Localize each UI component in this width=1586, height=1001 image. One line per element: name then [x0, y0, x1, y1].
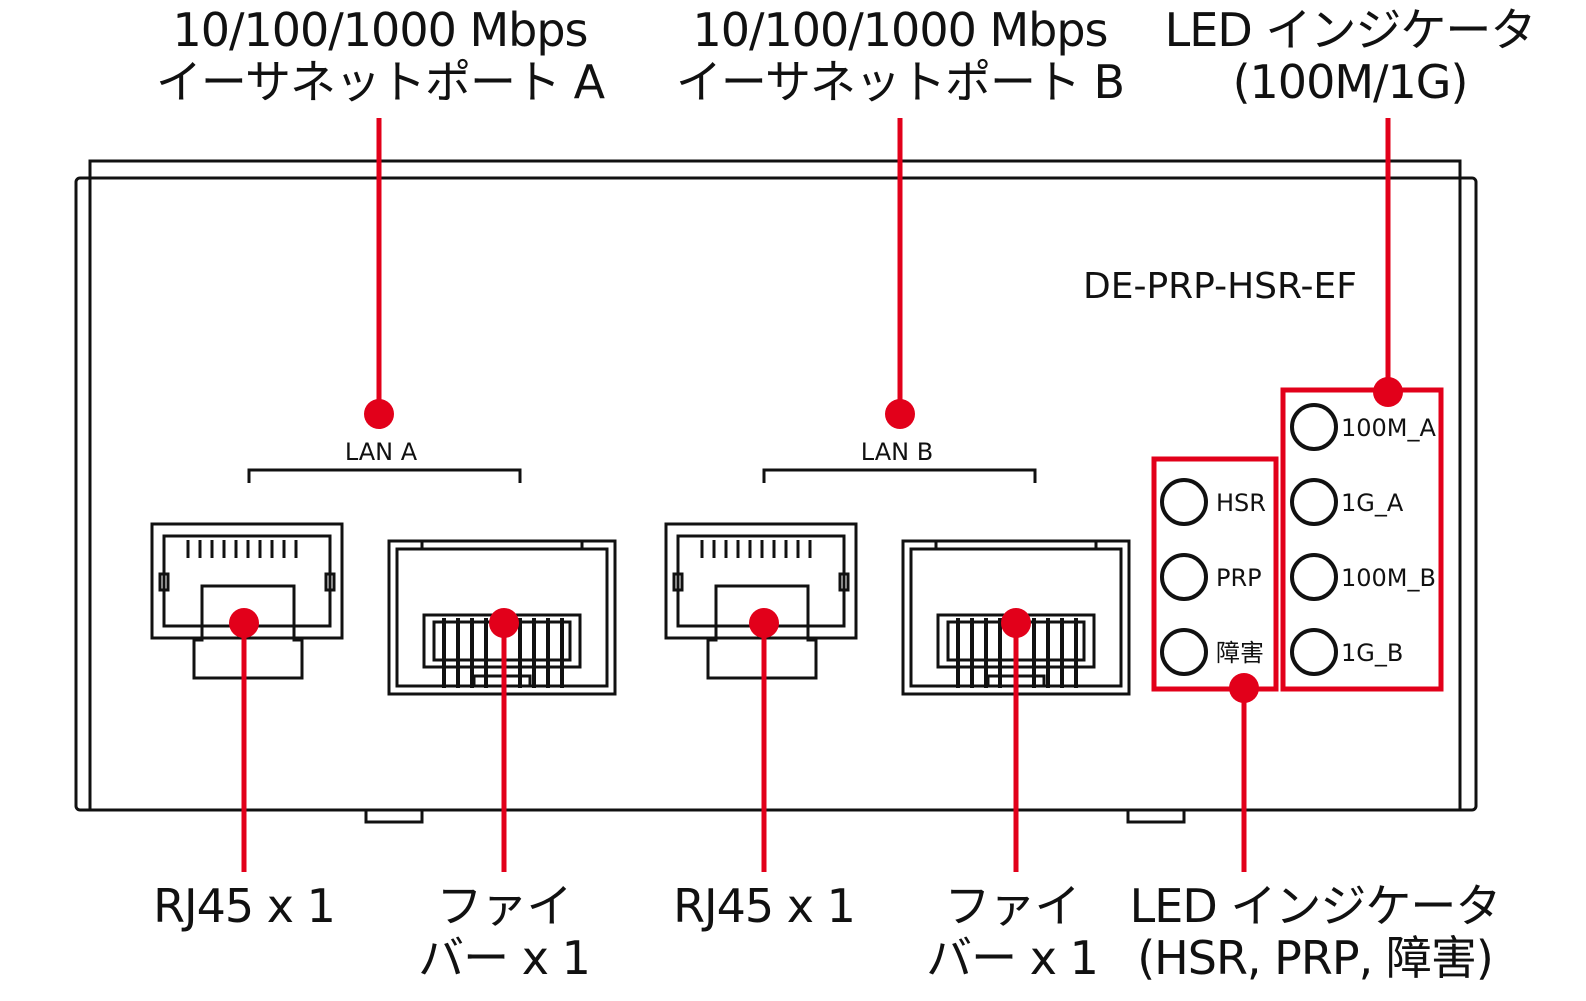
speed-led-highlight-box: [1280, 387, 1444, 692]
speed-led-label: 100M_B: [1341, 564, 1436, 592]
rj45-a-marker: [229, 608, 259, 638]
speed-led-1g-b: [1290, 628, 1338, 676]
callout-fiber-b-line1: ファイ: [944, 879, 1081, 933]
rj45-port-a: [150, 522, 344, 680]
lan-a-bracket: [247, 468, 522, 483]
status-led-hsr: [1160, 478, 1208, 526]
rj45-port-b: [664, 522, 858, 680]
callout-fiber-a: ファイ バー x 1: [404, 880, 604, 984]
callout-port-b-line1: 10/100/1000 Mbps: [692, 3, 1108, 57]
speed-led-100m-b: [1290, 553, 1338, 601]
fiber-b-marker: [1001, 608, 1031, 638]
port-a-marker: [364, 399, 394, 429]
speed-led-1g-a: [1290, 478, 1338, 526]
lan-b-label: LAN B: [861, 438, 933, 466]
callout-led-speed: LED インジケータ (100M/1G): [1140, 4, 1560, 108]
callout-led-speed-line2: (100M/1G): [1232, 55, 1469, 109]
lan-a-label: LAN A: [345, 438, 418, 466]
callout-fiber-b-line2: バー x 1: [926, 931, 1099, 985]
callout-fiber-a-line1: ファイ: [436, 879, 573, 933]
speed-led-group: 100M_A 1G_A 100M_B 1G_B: [1290, 403, 1437, 676]
callout-fiber-a-line2: バー x 1: [418, 931, 591, 985]
callout-rj45-a-line1: RJ45 x 1: [153, 879, 336, 933]
speed-led-label: 1G_B: [1341, 639, 1403, 667]
callout-rj45-a: RJ45 x 1: [134, 880, 354, 932]
status-led-fault: [1160, 628, 1208, 676]
status-led-highlight-box: [1151, 456, 1279, 692]
callout-led-status-line2: (HSR, PRP, 障害): [1137, 931, 1494, 985]
callout-rj45-b: RJ45 x 1: [654, 880, 874, 932]
callout-port-b-line2: イーサネットポート B: [675, 55, 1125, 109]
status-led-label: HSR: [1216, 489, 1266, 517]
callout-rj45-b-line1: RJ45 x 1: [673, 879, 856, 933]
speed-led-marker: [1373, 377, 1403, 407]
model-label: DE-PRP-HSR-EF: [1083, 266, 1357, 307]
speed-led-100m-a: [1290, 403, 1338, 451]
lan-b-bracket: [762, 468, 1037, 483]
callout-led-speed-line1: LED インジケータ: [1164, 3, 1537, 57]
callout-port-a: 10/100/1000 Mbps イーサネットポート A: [130, 4, 630, 108]
device-enclosure: [74, 159, 1478, 824]
speed-led-label: 1G_A: [1341, 489, 1404, 517]
callout-led-status: LED インジケータ (HSR, PRP, 障害): [1110, 880, 1520, 984]
status-led-prp: [1160, 553, 1208, 601]
status-led-marker: [1229, 673, 1259, 703]
status-led-label: 障害: [1216, 639, 1264, 667]
callout-led-status-line1: LED インジケータ: [1129, 879, 1502, 933]
callout-port-a-line2: イーサネットポート A: [155, 55, 605, 109]
callout-annotations: [229, 118, 1444, 872]
status-led-group: HSR PRP 障害: [1160, 478, 1266, 676]
callout-port-b: 10/100/1000 Mbps イーサネットポート B: [650, 4, 1150, 108]
port-b-marker: [885, 399, 915, 429]
fiber-a-marker: [489, 608, 519, 638]
rj45-b-marker: [749, 608, 779, 638]
callout-port-a-line1: 10/100/1000 Mbps: [172, 3, 588, 57]
status-led-label: PRP: [1216, 564, 1262, 592]
speed-led-label: 100M_A: [1341, 414, 1437, 442]
callout-fiber-b: ファイ バー x 1: [912, 880, 1112, 984]
